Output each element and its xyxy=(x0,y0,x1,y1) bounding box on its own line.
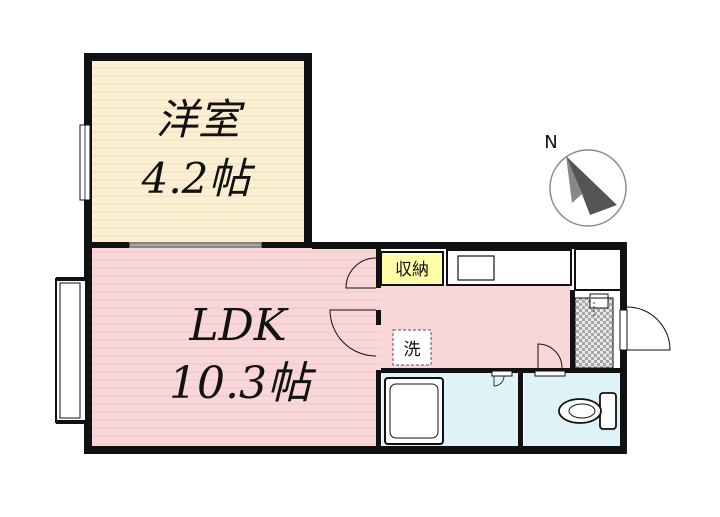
storage-label: 収納 xyxy=(395,260,429,280)
compass-north-label: N xyxy=(544,132,557,153)
western-room-name: 洋室 xyxy=(156,95,245,144)
western-room-size: 4.2帖 xyxy=(141,154,256,203)
ldk-room-size: 10.3帖 xyxy=(169,358,317,409)
toilet-icon xyxy=(558,392,617,430)
storage xyxy=(380,251,444,286)
door-swing-icon xyxy=(329,309,377,357)
door-swing-icon xyxy=(537,343,563,369)
entrance-door-icon xyxy=(626,306,671,351)
ldk-room-name: LDK xyxy=(188,300,288,351)
washer-space xyxy=(392,329,432,366)
compass-icon: N xyxy=(544,132,627,227)
washer-label: 洗 xyxy=(404,340,421,360)
door-swing-icon xyxy=(345,257,377,289)
